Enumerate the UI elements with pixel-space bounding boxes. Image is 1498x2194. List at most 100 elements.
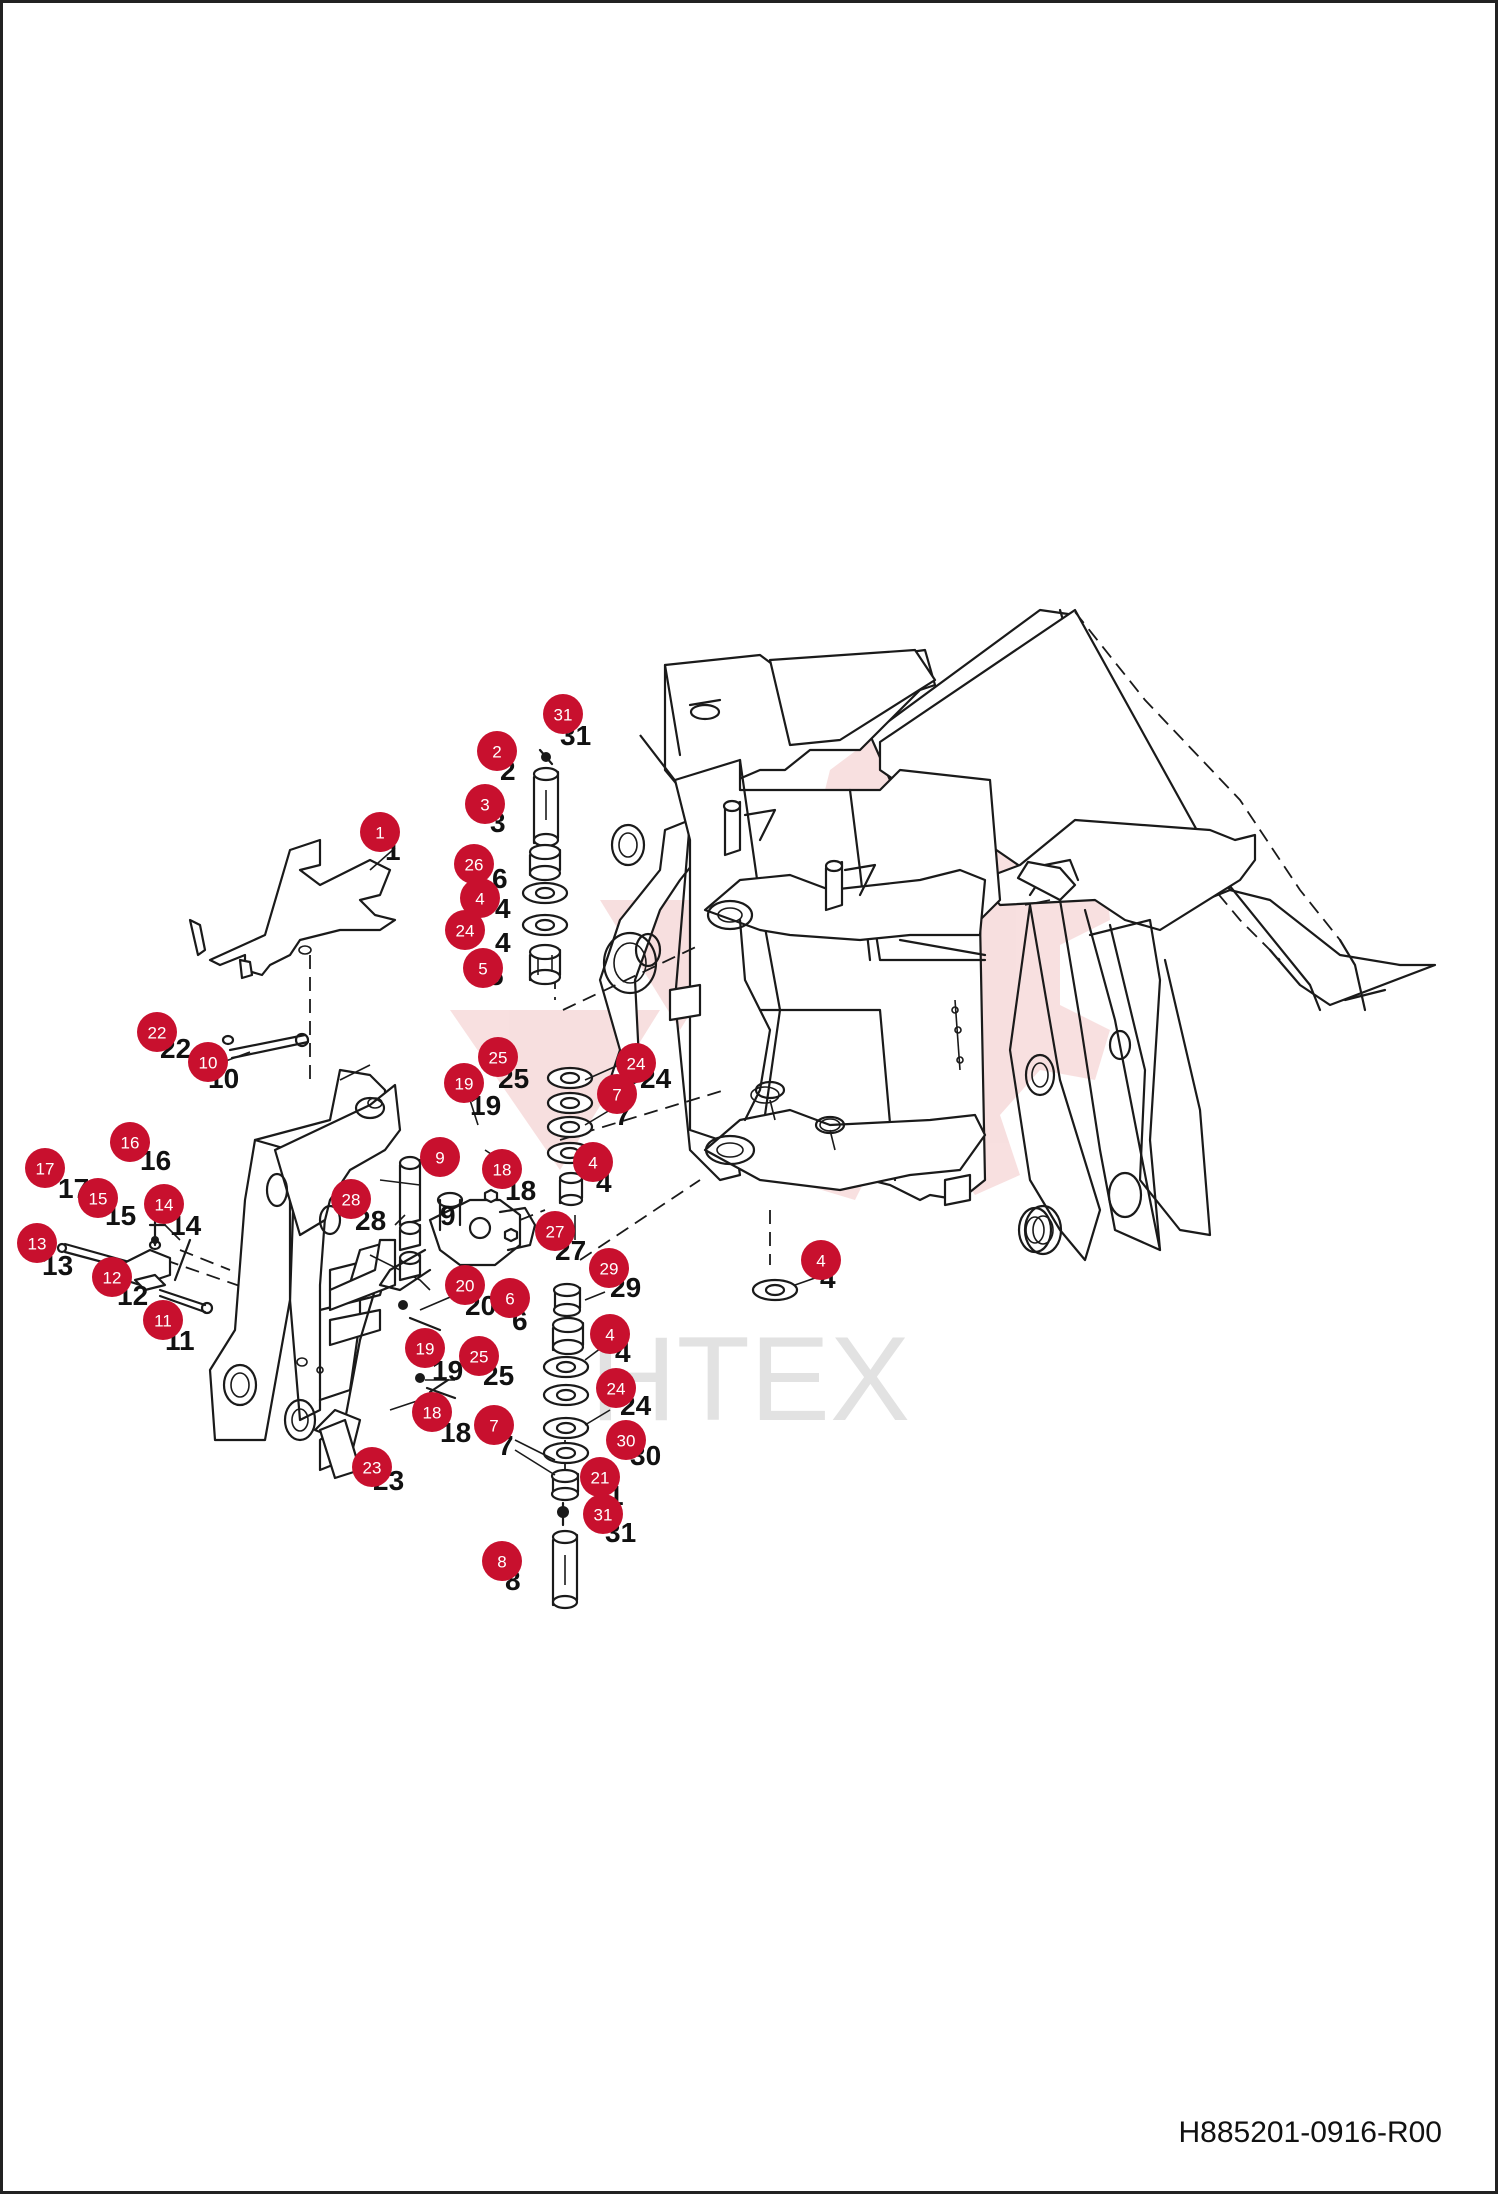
leader-lines — [149, 847, 816, 1476]
callout-24: 24 — [616, 1043, 656, 1083]
callout-circle — [444, 1063, 484, 1103]
callout-number: 4 — [816, 1252, 825, 1271]
callout-4: 4 — [801, 1240, 841, 1280]
drawing-code: H885201-0916-R00 — [1178, 2116, 1442, 2149]
callout-18: 18 — [482, 1149, 522, 1189]
callout-circle — [143, 1300, 183, 1340]
callout-19: 19 — [444, 1063, 484, 1103]
callout-20: 20 — [445, 1265, 485, 1305]
callout-circle — [454, 844, 494, 884]
callout-number: 7 — [489, 1417, 498, 1436]
callout-9: 9 — [420, 1137, 460, 1177]
loader-front-frame — [598, 608, 1437, 1262]
callout-circle — [459, 1336, 499, 1376]
callout-number: 25 — [489, 1049, 508, 1068]
callout-circle — [137, 1012, 177, 1052]
callout-number: 25 — [470, 1348, 489, 1367]
callout-circle — [405, 1328, 445, 1368]
callout-circle — [188, 1042, 228, 1082]
callout-number: 30 — [617, 1432, 636, 1451]
callout-circle — [17, 1223, 57, 1263]
callout-7: 7 — [597, 1074, 637, 1114]
left-linkage-assembly — [56, 838, 546, 1480]
pin-stack-lower — [542, 1282, 590, 1610]
callout-circle — [543, 694, 583, 734]
callout-number: 15 — [89, 1190, 108, 1209]
callout-21: 21 — [580, 1457, 620, 1497]
callout-16: 16 — [110, 1122, 150, 1162]
callout-circle — [583, 1494, 623, 1534]
callout-15: 15 — [78, 1178, 118, 1218]
callout-circle — [412, 1392, 452, 1432]
callout-number: 18 — [493, 1161, 512, 1180]
callout-number: 23 — [363, 1459, 382, 1478]
callout-10: 10 — [188, 1042, 228, 1082]
callout-circle — [474, 1405, 514, 1445]
callout-circle — [460, 878, 500, 918]
callout-number: 4 — [605, 1326, 614, 1345]
pin-stack-upper — [521, 748, 569, 986]
callout-number: 24 — [456, 922, 475, 941]
callout-number: 11 — [154, 1312, 172, 1331]
callout-circle — [360, 812, 400, 852]
callout-circle — [463, 948, 503, 988]
callout-number: 5 — [478, 960, 487, 979]
callout-number: 31 — [594, 1506, 613, 1525]
callout-circle — [573, 1142, 613, 1182]
callout-circle — [477, 731, 517, 771]
callout-number: 3 — [480, 796, 489, 815]
callout-23: 23 — [352, 1447, 392, 1487]
callout-4: 4 — [590, 1314, 630, 1354]
callout-17: 17 — [25, 1148, 65, 1188]
callout-28: 28 — [331, 1179, 371, 1219]
callout-2: 2 — [477, 731, 517, 771]
callout-number: 16 — [121, 1134, 140, 1153]
callout-number: 14 — [155, 1196, 174, 1215]
callout-circle — [597, 1074, 637, 1114]
callout-number: 17 — [36, 1160, 55, 1179]
callout-number: 6 — [505, 1290, 514, 1309]
callout-circle — [352, 1447, 392, 1487]
callout-circle — [420, 1137, 460, 1177]
callout-19: 19 — [405, 1328, 445, 1368]
callout-number: 4 — [475, 890, 484, 909]
callout-circle — [801, 1240, 841, 1280]
callout-number: 19 — [416, 1340, 435, 1359]
callout-22: 22 — [137, 1012, 177, 1052]
callout-11: 11 — [143, 1300, 183, 1340]
callout-number: 29 — [600, 1260, 619, 1279]
callout-31: 31 — [543, 694, 583, 734]
callout-number: 13 — [28, 1235, 47, 1254]
callout-6: 6 — [490, 1278, 530, 1318]
callout-circle — [78, 1178, 118, 1218]
callout-4: 4 — [573, 1142, 613, 1182]
callout-14: 14 — [144, 1184, 184, 1224]
callout-5: 5 — [463, 948, 503, 988]
callout-18: 18 — [412, 1392, 452, 1432]
label-9: 9 — [440, 1200, 456, 1231]
callout-number: 2 — [492, 743, 501, 762]
callout-number: 21 — [591, 1469, 610, 1488]
callout-number: 12 — [103, 1269, 122, 1288]
callout-circle — [482, 1149, 522, 1189]
callout-number: 28 — [342, 1191, 361, 1210]
callout-13: 13 — [17, 1223, 57, 1263]
callout-circle — [590, 1314, 630, 1354]
callout-1: 1 — [360, 812, 400, 852]
callout-12: 12 — [92, 1257, 132, 1297]
watermark-text: HTEX — [590, 1312, 910, 1446]
callout-30: 30 — [606, 1420, 646, 1460]
callout-number: 7 — [612, 1086, 621, 1105]
callout-24: 24 — [445, 910, 485, 950]
callout-circle — [490, 1278, 530, 1318]
callout-number: 18 — [423, 1404, 442, 1423]
callout-circle — [616, 1043, 656, 1083]
callout-circle — [92, 1257, 132, 1297]
callout-circle — [606, 1420, 646, 1460]
callout-number: 24 — [627, 1055, 646, 1074]
callout-circle — [478, 1037, 518, 1077]
